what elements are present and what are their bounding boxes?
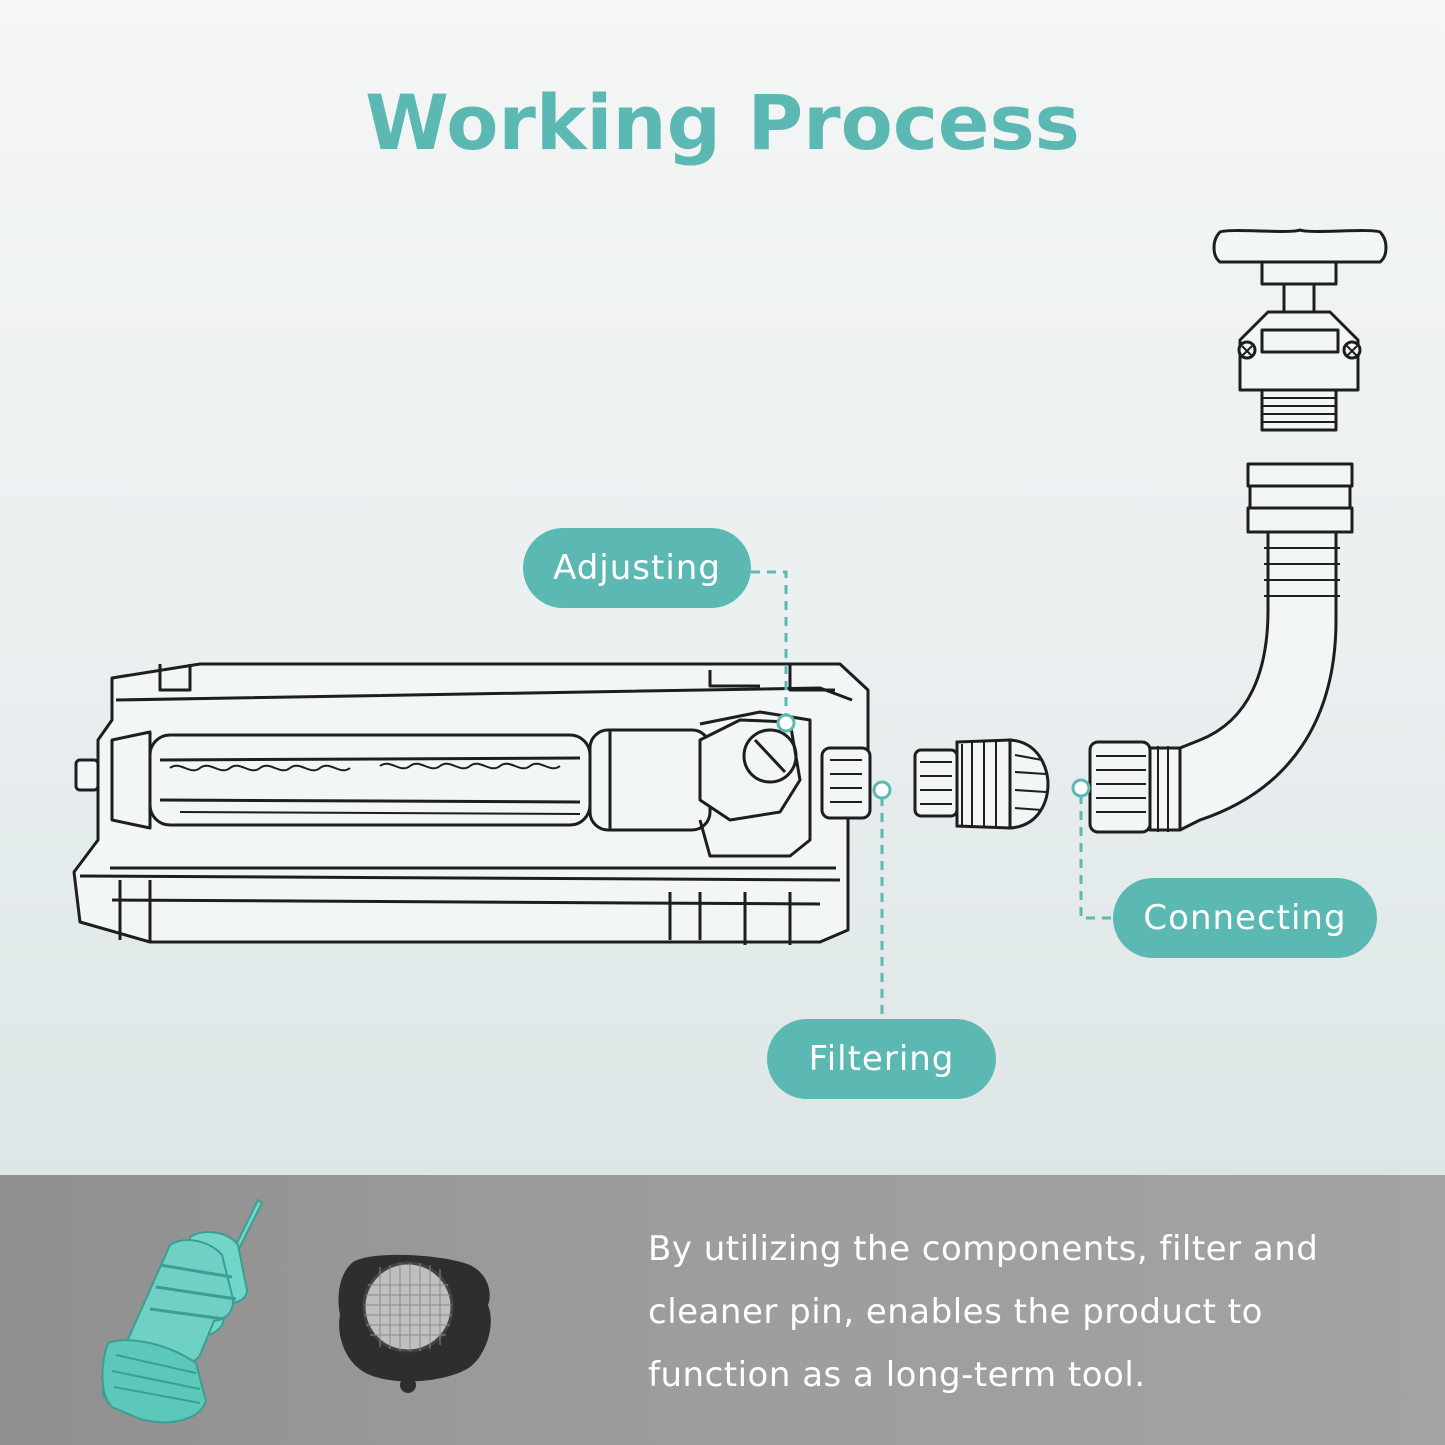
leader-lines <box>751 570 1113 1019</box>
cleaner-pin-icon <box>101 1198 264 1424</box>
label-filtering: Filtering <box>767 1019 996 1099</box>
filter-washer-icon <box>338 1254 491 1393</box>
page-title: Working Process <box>365 78 1080 167</box>
hose-elbow-icon <box>1088 462 1354 834</box>
leader-dots <box>776 713 1091 800</box>
sprinkler-icon <box>72 662 872 945</box>
faucet-icon <box>1212 228 1388 432</box>
accessories-illustration <box>101 1198 491 1424</box>
label-adjusting: Adjusting <box>523 528 751 608</box>
footer-panel <box>0 1175 1445 1445</box>
footer-description: By utilizing the components, filter and … <box>648 1229 1319 1395</box>
diagram-illustration <box>72 228 1388 1019</box>
label-connecting: Connecting <box>1113 878 1377 958</box>
hose-connector-icon <box>913 738 1050 830</box>
